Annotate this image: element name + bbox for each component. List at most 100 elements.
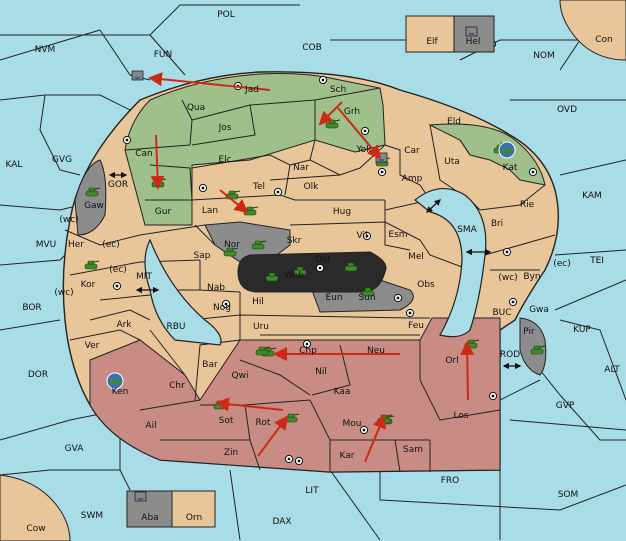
sea-label-dor-19: DOR	[28, 370, 48, 380]
supply-center-dot	[362, 428, 366, 432]
land-label-gaw-16: Gaw	[84, 201, 104, 211]
land-label-car-10: Car	[404, 146, 420, 156]
sea-label-swm-27: SWM	[81, 511, 103, 521]
land-label-mel-31: Mel	[408, 252, 424, 262]
land-label-nar-14: Nar	[293, 163, 309, 173]
land-label-gur-17: Gur	[155, 207, 172, 217]
land-label-her-28: Her	[68, 240, 84, 250]
land-label-kaa-55: Kaa	[334, 387, 351, 397]
land-label-ark-42: Ark	[116, 320, 132, 330]
land-label-aba-64: Aba	[141, 513, 158, 523]
sea-label-cob-3: COB	[302, 43, 322, 53]
sea-label-lit-26: LIT	[305, 486, 319, 496]
land-label-orn-65: Orn	[186, 513, 202, 523]
supply-center-dot	[380, 170, 384, 174]
sea-label-gvg-8: GVG	[52, 155, 72, 165]
coast-tag-wc-3: (wc)	[54, 288, 73, 298]
region-red-south	[89, 317, 501, 473]
move-arrow-1	[337, 107, 382, 160]
land-label-sch-3: Sch	[330, 85, 346, 95]
land-label-nil-52: Nil	[315, 367, 327, 377]
fleet-unit-icon	[134, 491, 147, 502]
land-label-obs-37: Obs	[417, 280, 435, 290]
army-unit-icon	[530, 345, 546, 355]
army-unit-icon	[293, 266, 309, 276]
supply-center-dot	[365, 234, 369, 238]
land-label-nab-35: Nab	[207, 283, 225, 293]
sea-label-rod-20: ROD	[500, 350, 520, 360]
sea-label-nvm-1: NVM	[35, 45, 56, 55]
fleet-badge-kat-icon	[498, 141, 516, 159]
sea-label-gva-23: GVA	[65, 444, 85, 454]
land-label-feu-44: Feu	[408, 321, 424, 331]
island-boxes	[126, 15, 495, 528]
land-label-can-8: Can	[135, 149, 153, 159]
sea-label-cow-29: Cow	[26, 524, 45, 534]
land-label-jad-2: Jad	[244, 85, 259, 95]
land-label-elc-13: Elc	[218, 155, 231, 165]
sea-label-kal-7: KAL	[6, 160, 23, 170]
supply-center-dot	[276, 190, 280, 194]
sea-label-tei-12: TEI	[589, 256, 604, 266]
land-label-uru-43: Uru	[253, 322, 269, 332]
passage-marker-icon	[426, 199, 441, 213]
land-label-skr-25: Skr	[287, 236, 302, 246]
supply-center-dot	[305, 342, 309, 346]
army-unit-icon	[251, 240, 267, 250]
sea-label-som-25: SOM	[558, 490, 579, 500]
land-label-qua-4: Qua	[187, 103, 205, 113]
sea-label-buc-17: BUC	[492, 308, 511, 318]
land-label-jos-5: Jos	[218, 123, 232, 133]
sea-label-alt-21: ALT	[604, 365, 620, 375]
land-label-ken-53: Ken	[112, 387, 129, 397]
land-label-web-33: Web	[284, 271, 304, 281]
fleet-unit-icon	[465, 26, 478, 37]
supply-center-dot	[287, 457, 291, 461]
sea-label-sma-11: SMA	[457, 225, 477, 235]
land-label-elf-0: Elf	[426, 37, 438, 47]
supply-center-dot	[511, 300, 515, 304]
army-unit-icon	[85, 187, 101, 197]
land-label-bri-23: Bri	[491, 219, 503, 229]
sea-label-ovd-6: OVD	[557, 105, 577, 115]
land-label-gwa-38: Gwa	[529, 305, 549, 315]
region-dark-center	[237, 251, 387, 293]
army-unit-icon	[265, 272, 281, 282]
land-label-hel-1: Hel	[466, 37, 481, 47]
region-green-east	[428, 123, 546, 186]
channel-west	[144, 238, 222, 346]
fleet-badge-ken-icon	[106, 372, 124, 390]
move-arrow-7	[257, 415, 289, 457]
region-gray-pir	[519, 317, 547, 376]
sea-zone-borders	[0, 4, 626, 541]
inner-channels	[144, 188, 487, 346]
land-label-sun-39: Sun	[358, 293, 375, 303]
coast-tag-wc-0: (wc)	[59, 215, 78, 225]
coast-tag-wc-4: (wc)	[498, 273, 517, 283]
land-label-byn-32: Byn	[523, 272, 540, 282]
supply-center-dot	[396, 296, 400, 300]
sea-label-mit-14: MIT	[136, 272, 152, 282]
land-label-lan-20: Lan	[202, 206, 218, 216]
army-unit-icon	[223, 247, 239, 257]
sea-label-fro-24: FRO	[441, 476, 460, 486]
move-arrow-9	[460, 341, 475, 401]
channel-east	[414, 188, 487, 338]
land-label-sam-63: Sam	[403, 445, 423, 455]
sea-label-mvu-13: MVU	[36, 240, 57, 250]
land-label-amp-15: Amp	[402, 174, 423, 184]
move-order-arrows	[108, 72, 522, 463]
army-unit-icon	[361, 287, 377, 297]
sea-label-nom-4: NOM	[533, 51, 555, 61]
supply-center-dot	[505, 250, 509, 254]
land-label-eun-36: Eun	[325, 293, 342, 303]
land-label-hug-21: Hug	[333, 207, 351, 217]
land-label-rot-58: Rot	[256, 418, 271, 428]
province-borders	[64, 87, 556, 473]
land-label-ail-56: Ail	[145, 421, 156, 431]
land-label-uta-11: Uta	[444, 157, 460, 167]
land-label-ver-46: Ver	[85, 341, 100, 351]
sea-label-kup-18: KUP	[573, 325, 591, 335]
supply-center-dot	[363, 129, 367, 133]
